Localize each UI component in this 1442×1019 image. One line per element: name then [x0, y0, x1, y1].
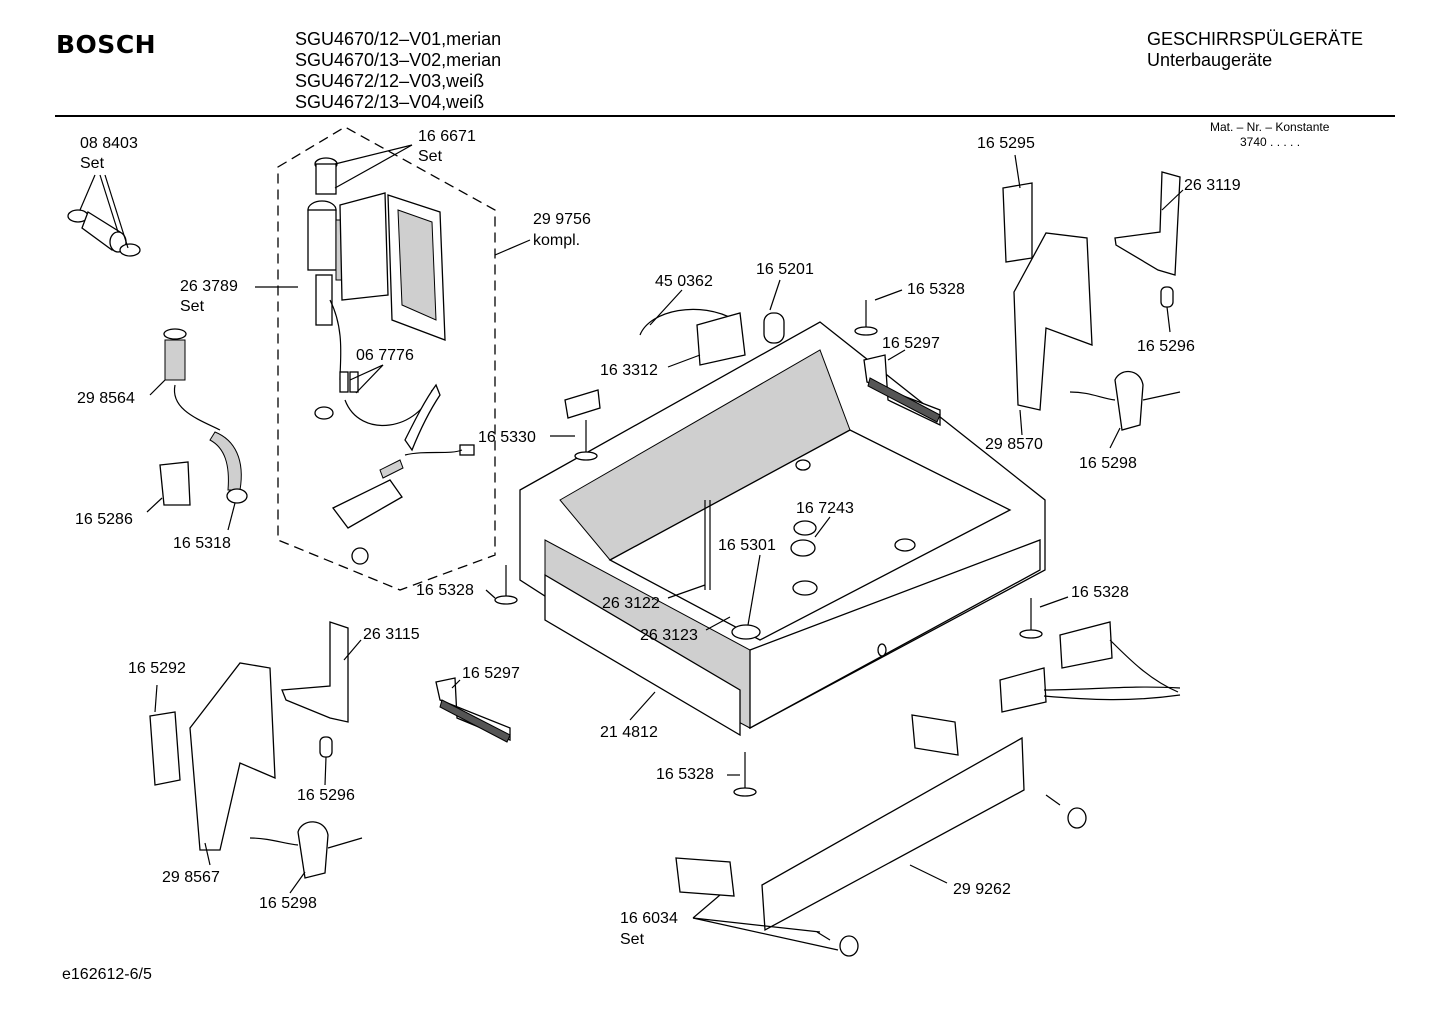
- part-number-263115: 26 3115: [363, 626, 420, 643]
- part-note-088403: Set: [80, 155, 105, 172]
- part-number-163312: 16 3312: [600, 362, 658, 379]
- part-number-167243: 16 7243: [796, 500, 854, 517]
- part-number-450362: 45 0362: [655, 273, 713, 290]
- model-list: SGU4670/12–V01,merian SGU4670/13–V02,mer…: [295, 29, 501, 113]
- material-value: 3740 . . . . .: [1240, 135, 1301, 149]
- model-item: SGU4672/13–V04,weiß: [295, 92, 485, 112]
- part-number-165298-right: 16 5298: [1079, 455, 1137, 472]
- document-id: e162612-6/5: [62, 966, 152, 983]
- part-number-165318: 16 5318: [173, 535, 231, 552]
- part-number-165286: 16 5286: [75, 511, 133, 528]
- part-number-298564: 29 8564: [77, 390, 135, 407]
- connector-drawing: [564, 308, 785, 419]
- leader-lines: [79, 144, 1184, 951]
- foot-screw-drawing: [494, 300, 1043, 797]
- part-labels: 08 8403 Set 16 6671 Set 29 9756 kompl. 2…: [75, 128, 1241, 948]
- part-note-166671: Set: [418, 148, 443, 165]
- part-number-165297-bottom: 16 5297: [462, 665, 520, 682]
- model-item: SGU4670/13–V02,merian: [295, 50, 502, 70]
- left-bracket-drawing: [149, 621, 363, 879]
- part-number-165201: 16 5201: [756, 261, 814, 278]
- base-tub-drawing: [519, 321, 1046, 737]
- header-divider: [55, 115, 1395, 117]
- part-number-165295: 16 5295: [977, 135, 1035, 152]
- part-note-263789: Set: [180, 298, 205, 315]
- valve-assembly-drawing: [307, 157, 475, 565]
- part-number-165328-right: 16 5328: [1071, 584, 1129, 601]
- part-note-299756: kompl.: [533, 232, 580, 249]
- part-number-298570: 29 8570: [985, 436, 1043, 453]
- part-number-299262: 29 9262: [953, 881, 1011, 898]
- part-note-166034: Set: [620, 931, 645, 948]
- part-number-166034: 16 6034: [620, 910, 678, 927]
- part-number-067776: 06 7776: [356, 347, 414, 364]
- brand-logo: BOSCH: [56, 30, 157, 59]
- spring-drawing: [435, 354, 941, 743]
- part-number-165328-top: 16 5328: [907, 281, 965, 298]
- assembly-boundary: [277, 126, 496, 591]
- part-number-165298-left: 16 5298: [259, 895, 317, 912]
- wiring-harness-drawing: [999, 621, 1181, 713]
- part-number-165292: 16 5292: [128, 660, 186, 677]
- part-number-088403: 08 8403: [80, 135, 138, 152]
- part-number-165296-right: 16 5296: [1137, 338, 1195, 355]
- material-constant: Mat. – Nr. – Konstante 3740 . . . . .: [1210, 120, 1329, 150]
- model-item: SGU4670/12–V01,merian: [295, 29, 502, 49]
- part-number-298567: 29 8567: [162, 869, 220, 886]
- part-number-299756: 29 9756: [533, 211, 591, 228]
- category-title: GESCHIRRSPÜLGERÄTE: [1147, 29, 1364, 49]
- hose-clamp-set-drawing: [67, 209, 141, 257]
- part-number-214812: 21 4812: [600, 724, 658, 741]
- part-number-263123: 26 3123: [640, 627, 698, 644]
- part-number-165301: 16 5301: [718, 537, 776, 554]
- part-number-165330: 16 5330: [478, 429, 536, 446]
- category-block: GESCHIRRSPÜLGERÄTE Unterbaugeräte: [1147, 29, 1363, 71]
- part-number-263122: 26 3122: [602, 595, 660, 612]
- part-number-263789: 26 3789: [180, 278, 238, 295]
- material-label: Mat. – Nr. – Konstante: [1210, 120, 1330, 134]
- model-item: SGU4672/12–V03,weiß: [295, 71, 485, 91]
- part-number-165328-left: 16 5328: [416, 582, 474, 599]
- category-subtitle: Unterbaugeräte: [1147, 50, 1273, 70]
- part-number-165296-left: 16 5296: [297, 787, 355, 804]
- part-number-165328-bottom: 16 5328: [656, 766, 714, 783]
- part-number-165297-top: 16 5297: [882, 335, 940, 352]
- part-number-166671: 16 6671: [418, 128, 476, 145]
- plinth-panel-drawing: [675, 714, 1087, 957]
- part-number-263119: 26 3119: [1184, 177, 1241, 194]
- hose-drawing: [159, 328, 248, 506]
- right-bracket-drawing: [1002, 171, 1181, 431]
